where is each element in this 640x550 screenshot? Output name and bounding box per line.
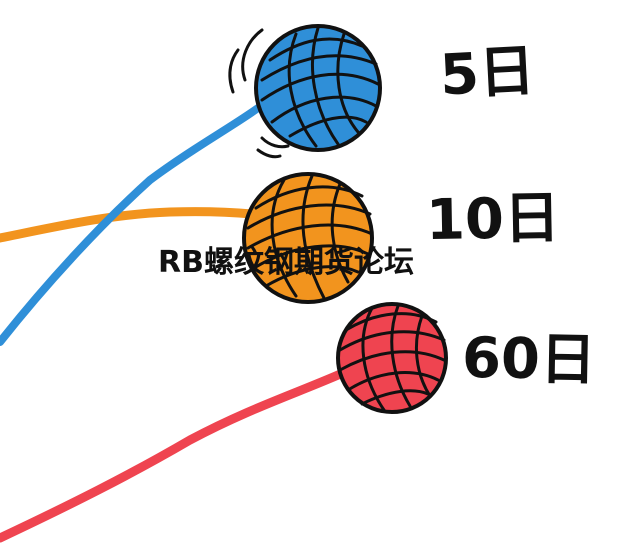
red-yarn-thread bbox=[0, 367, 350, 543]
red-yarn-ball bbox=[336, 302, 448, 414]
blue-yarn-thread bbox=[0, 104, 262, 346]
label-10-day: 10日 bbox=[425, 185, 561, 254]
motion-lines bbox=[228, 28, 290, 159]
label-60-day: 60日 bbox=[461, 325, 597, 394]
orange-yarn-thread bbox=[0, 207, 257, 243]
blue-yarn-ball bbox=[254, 24, 382, 152]
orange-yarn-ball bbox=[242, 172, 374, 304]
watermark-text: RB螺纹钢期货论坛 bbox=[158, 245, 414, 280]
label-5-day: 5日 bbox=[438, 38, 537, 109]
